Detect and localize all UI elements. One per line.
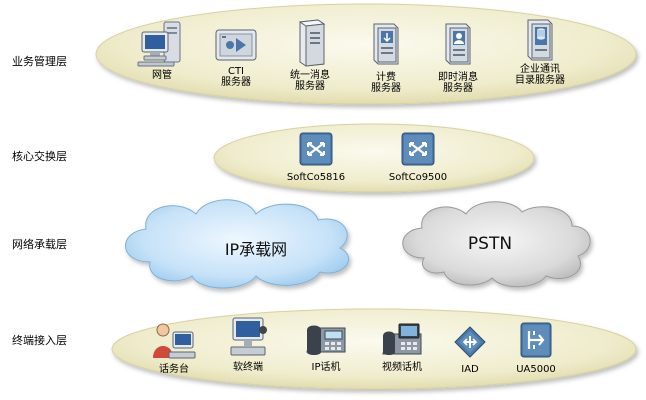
directory-caption-line2: 目录服务器 (515, 75, 565, 86)
ua5000-caption: UA5000 (516, 364, 556, 375)
ums-caption-line2: 服务器 (295, 81, 325, 92)
cti-caption-line2: 服务器 (221, 77, 251, 88)
nms-caption: 网管 (117, 70, 207, 81)
switch-icon (401, 132, 435, 166)
layer-label-business: 业务管理层 (12, 55, 67, 68)
ip-phone-caption: IP话机 (311, 362, 341, 373)
billing-caption-line1: 计费 (376, 72, 396, 83)
pstn-label: PSTN (467, 234, 513, 254)
cti-server-icon (215, 29, 257, 61)
ums-caption-line1: 统一消息 (290, 70, 330, 81)
network-management-icon (137, 21, 181, 67)
ums-caption: 统一消息 服务器 (265, 70, 355, 92)
billing-caption-line2: 服务器 (371, 83, 401, 94)
ua5000-icon (520, 322, 552, 358)
softphone-caption: 软终端 (233, 362, 263, 373)
iad-icon (454, 326, 486, 358)
pstn-cloud (402, 201, 591, 288)
soft-terminal-icon (230, 317, 267, 356)
im-caption-line1: 即时消息 (438, 72, 478, 83)
video-phone-caption: 视频话机 (382, 362, 422, 373)
core-layer-ellipse (213, 123, 535, 193)
cti-caption-line1: CTI (227, 66, 245, 77)
iad-caption: IAD (461, 364, 479, 375)
directory-caption-line1: 企业通讯 (520, 64, 560, 75)
ip-phone-icon (306, 325, 346, 355)
directory-caption: 企业通讯 目录服务器 (495, 64, 585, 86)
tower-server-icon (298, 19, 326, 67)
video-phone-icon (382, 323, 422, 355)
im-caption-line2: 服务器 (443, 83, 473, 94)
im-server-icon (445, 23, 471, 65)
business-layer-ellipse (95, 3, 637, 105)
softco9500-caption: SoftCo9500 (388, 172, 448, 183)
layer-label-core: 核心交换层 (12, 150, 67, 163)
layer-label-network: 网络承载层 (12, 238, 67, 251)
im-caption: 即时消息 服务器 (413, 72, 503, 94)
operator-console-caption: 话务台 (159, 364, 189, 375)
switch-icon (299, 132, 333, 166)
operator-console-icon (153, 323, 196, 359)
billing-caption: 计费 服务器 (341, 72, 431, 94)
layer-label-terminal: 终端接入层 (12, 334, 67, 347)
nms-caption-line1: 网管 (152, 70, 172, 81)
cti-caption: CTI 服务器 (191, 66, 281, 88)
billing-server-icon (373, 23, 399, 65)
directory-server-icon (527, 19, 553, 61)
softco5816-caption: SoftCo5816 (286, 172, 346, 183)
ip-network-cloud (125, 199, 350, 289)
ip-network-label: IP承载网 (224, 240, 288, 259)
